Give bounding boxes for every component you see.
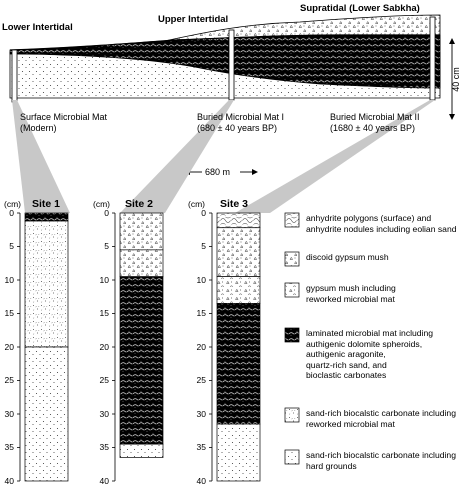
legend-swatch-sand_hard [284, 449, 300, 465]
site-3-layer-sand_hard [216, 423, 261, 482]
site-3-depth-tick-label: 30 [196, 408, 206, 419]
label-buried-mat-2: Buried Microbial Mat II (1680 ± 40 years… [330, 112, 420, 134]
site-1-depth-tick-label: 25 [4, 375, 14, 385]
site-1-layer-sand_mat [24, 220, 69, 348]
site-1-title: Site 1 [32, 198, 61, 210]
label-buried-mat-1-line-1: Buried Microbial Mat I [197, 112, 285, 122]
site-3-depth-tick-label: 20 [196, 341, 206, 352]
site-2-depth-tick-label: 30 [99, 408, 109, 419]
site-2-layer-sand_hard [119, 443, 164, 458]
legend-line: anhydrite polygons (surface) and [306, 213, 432, 223]
legend-swatch-discoid [284, 251, 300, 267]
legend-item-sand_hard: sand-rich biocalstic carbonate including… [306, 450, 467, 471]
site-3-layer-discoid [216, 227, 261, 278]
zone-label-upper-intertidal: Upper Intertidal [158, 14, 229, 25]
transect-section [9, 14, 455, 175]
site-2-depth-tick-label: 5 [104, 241, 109, 251]
label-buried-mat-1: Buried Microbial Mat I (680 ± 40 years B… [197, 112, 284, 134]
site-2-unit: (cm) [93, 199, 110, 209]
zone-label-supratidal: Supratidal (Lower Sabkha) [300, 3, 420, 14]
site-3-layer-gypsum_mat [216, 276, 261, 304]
site-2-layer-discoid [119, 249, 164, 278]
site-2-depth-tick-label: 0 [104, 207, 109, 218]
legend-swatch-anhydrite [284, 212, 300, 228]
site-1-depth-tick-label: 30 [4, 408, 14, 419]
site-3-layer-anhydrite [216, 212, 261, 229]
connector-site-2 [120, 100, 234, 213]
site-3-layer-mat [216, 303, 261, 425]
legend-line: laminated microbial mat including [306, 328, 434, 338]
site-2-depth-tick-label: 20 [99, 341, 109, 352]
site-2-depth-tick-label: 25 [99, 375, 109, 385]
legend-line: reworked microbial mat [306, 418, 395, 429]
legend-swatch-sand_mat [284, 407, 300, 423]
legend-line: hard grounds [306, 460, 357, 471]
legend-line: anhydrite nodules including eolian sand [306, 223, 457, 234]
site-1-depth-tick-label: 0 [9, 207, 14, 218]
site-2-depth-tick-label: 15 [99, 308, 109, 318]
label-surface-mat: Surface Microbial Mat (Modern) [20, 112, 107, 134]
site-1-depth-tick-label: 40 [4, 475, 14, 486]
site-3-depth-tick-label: 25 [196, 375, 206, 385]
site-2-depth-tick-label: 40 [99, 475, 109, 486]
label-buried-mat-1-line-2: (680 ± 40 years BP) [197, 123, 277, 133]
site-3-depth-tick-label: 15 [196, 308, 206, 318]
legend-swatch-mat [284, 327, 300, 343]
legend-line: discoid gypsum mush [306, 252, 389, 262]
site-1-depth-tick-label: 35 [4, 442, 14, 452]
site-2-layer-mat [119, 276, 164, 445]
site-3-depth-tick-label: 0 [201, 207, 206, 218]
site-1-depth-tick-label: 15 [4, 308, 14, 318]
site-2-layer-discoid [119, 212, 164, 251]
core-post-site-3 [429, 16, 436, 101]
legend-line: sand-rich biocalstic carbonate including [306, 408, 456, 418]
label-surface-mat-line-2: (Modern) [20, 123, 57, 133]
site-2-depth-tick-label: 35 [99, 442, 109, 452]
label-thickness: 40 cm [450, 67, 461, 92]
site-1-layer-mat [24, 212, 69, 222]
legend-item-discoid: discoid gypsum mush [306, 252, 467, 263]
label-buried-mat-2-line-2: (1680 ± 40 years BP) [330, 123, 415, 133]
site-3-depth-tick-label: 5 [201, 241, 206, 251]
site-1-depth-tick-label: 20 [4, 341, 14, 352]
site-3-unit: (cm) [188, 199, 205, 209]
legend-swatch-gypsum_mat [284, 282, 300, 298]
connector-site-3 [235, 100, 435, 213]
core-post-site-2 [228, 29, 235, 101]
legend-line: gypsum mush including [306, 283, 396, 293]
site-3-title: Site 3 [220, 198, 249, 210]
legend-line: authigenic dolomite spheroids, [306, 338, 423, 349]
label-surface-mat-line-1: Surface Microbial Mat [20, 112, 108, 122]
legend-line: bioclastic carbonates [306, 370, 387, 381]
site-2-title: Site 2 [125, 198, 154, 210]
label-distance: 680 m [205, 167, 231, 177]
legend-item-sand_mat: sand-rich biocalstic carbonate including… [306, 408, 467, 429]
site-1-layer-sand_hard [24, 346, 69, 482]
legend-line: quartz-rich sand, and [306, 359, 387, 370]
connector-site-1 [12, 100, 70, 213]
core-columns [17, 212, 261, 482]
site-2-depth-tick-label: 10 [99, 274, 109, 285]
core-post-site-1 [11, 49, 18, 103]
site-3-depth-tick-label: 10 [196, 274, 206, 285]
legend-line: reworked microbial mat [306, 293, 395, 304]
site-1-unit: (cm) [4, 199, 21, 209]
legend-swatches [284, 212, 300, 465]
legend-line: authigenic aragonite, [306, 349, 386, 360]
site-1-depth-tick-label: 5 [9, 241, 14, 251]
zone-label-lower-intertidal: Lower Intertidal [2, 22, 73, 33]
site-3-depth-tick-label: 35 [196, 442, 206, 452]
legend-line: sand-rich biocalstic carbonate including [306, 450, 456, 460]
site-1-depth-tick-label: 10 [4, 274, 14, 285]
site-3-depth-tick-label: 40 [196, 475, 206, 486]
callout-connectors [12, 100, 435, 213]
label-buried-mat-2-line-1: Buried Microbial Mat II [330, 112, 420, 122]
